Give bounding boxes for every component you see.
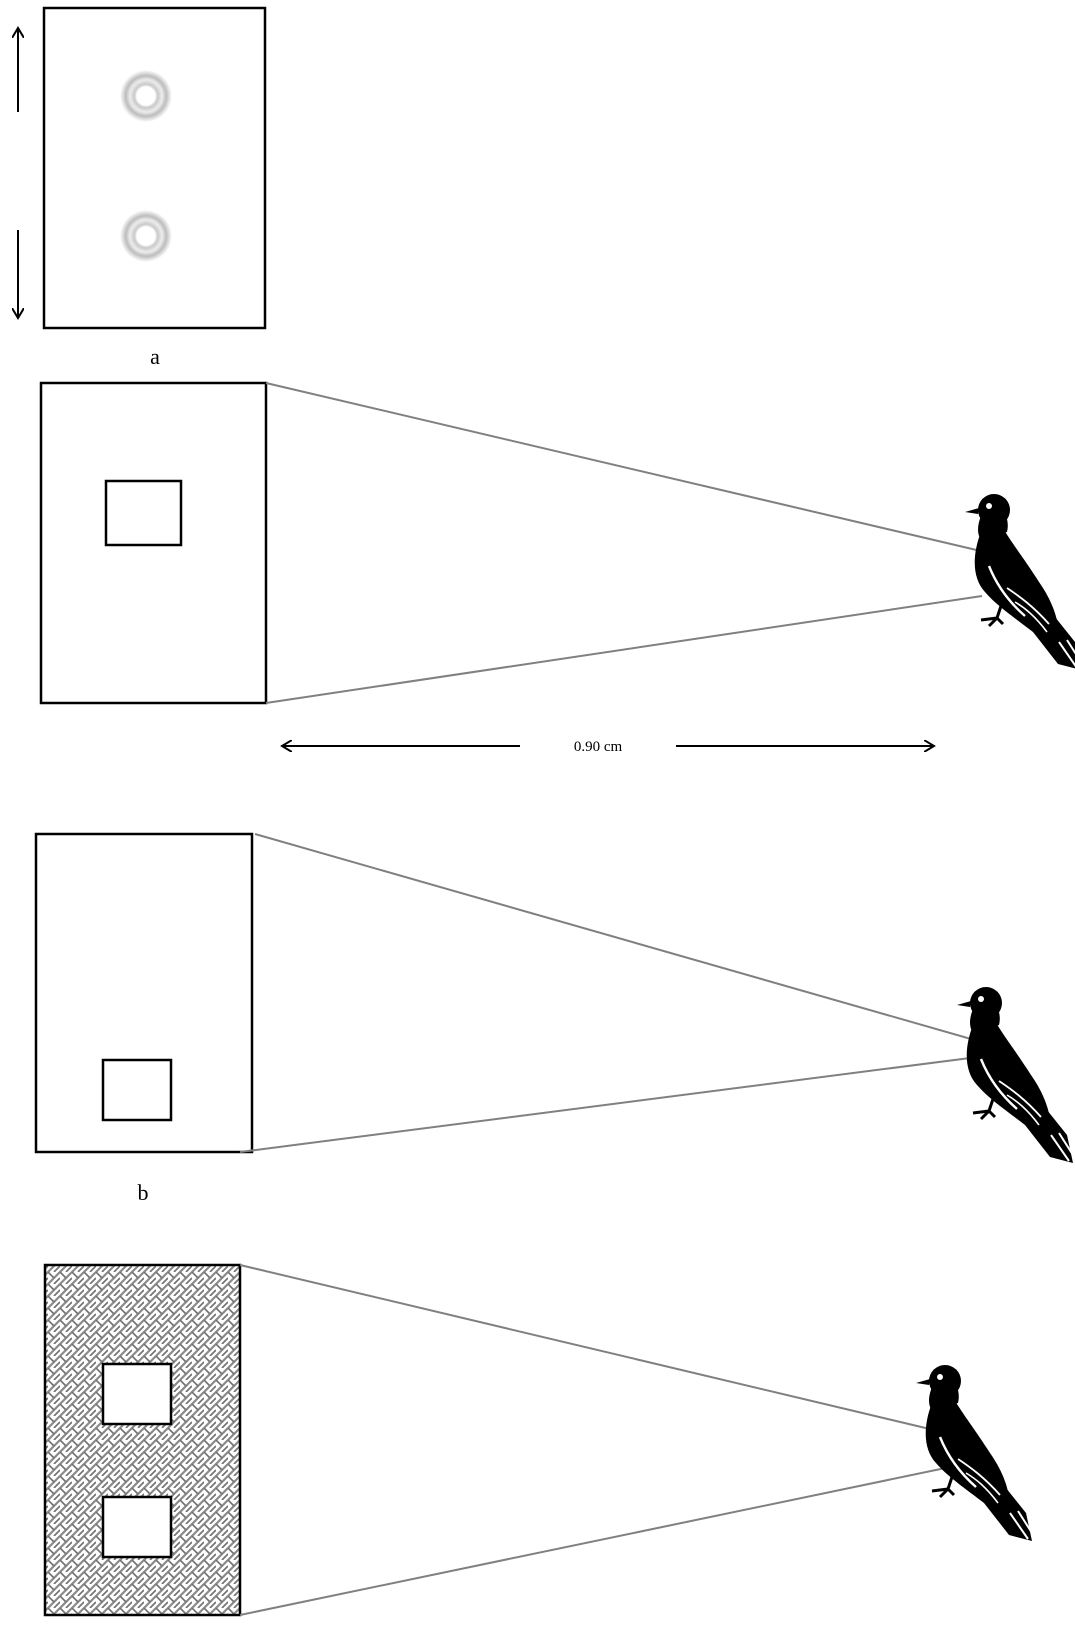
target-square-c-top [101, 1362, 173, 1426]
distance-label: 0.90 cm [574, 739, 623, 755]
panel-label-b: b [138, 1180, 149, 1205]
sight-line-top-1 [265, 382, 986, 553]
sight-line-bottom-b [239, 1057, 971, 1153]
stimulus-card-a [42, 6, 267, 330]
panel-c [43, 1263, 1034, 1617]
sight-line-bottom-c [239, 1465, 956, 1616]
viewing-setup-1 [39, 381, 1075, 705]
sight-line-bottom-1 [265, 595, 983, 704]
pigeon-icon [955, 985, 1075, 1165]
pigeon-icon [914, 1363, 1034, 1543]
patterned-card-c [43, 1263, 242, 1617]
sight-line-top-b [254, 833, 979, 1042]
sight-line-top-c [239, 1264, 956, 1436]
panel-b: b [34, 832, 1075, 1205]
target-square-1 [104, 479, 183, 547]
pigeon-icon [963, 492, 1075, 672]
ring-stimulus-top [120, 70, 172, 122]
panel-a: a [18, 6, 267, 369]
target-square-c-bottom [101, 1495, 173, 1559]
ring-stimulus-bottom [120, 210, 172, 262]
panel-label-a: a [150, 344, 160, 369]
distance-indicator: 0.90 cm [282, 739, 934, 755]
target-square-b [101, 1058, 173, 1122]
